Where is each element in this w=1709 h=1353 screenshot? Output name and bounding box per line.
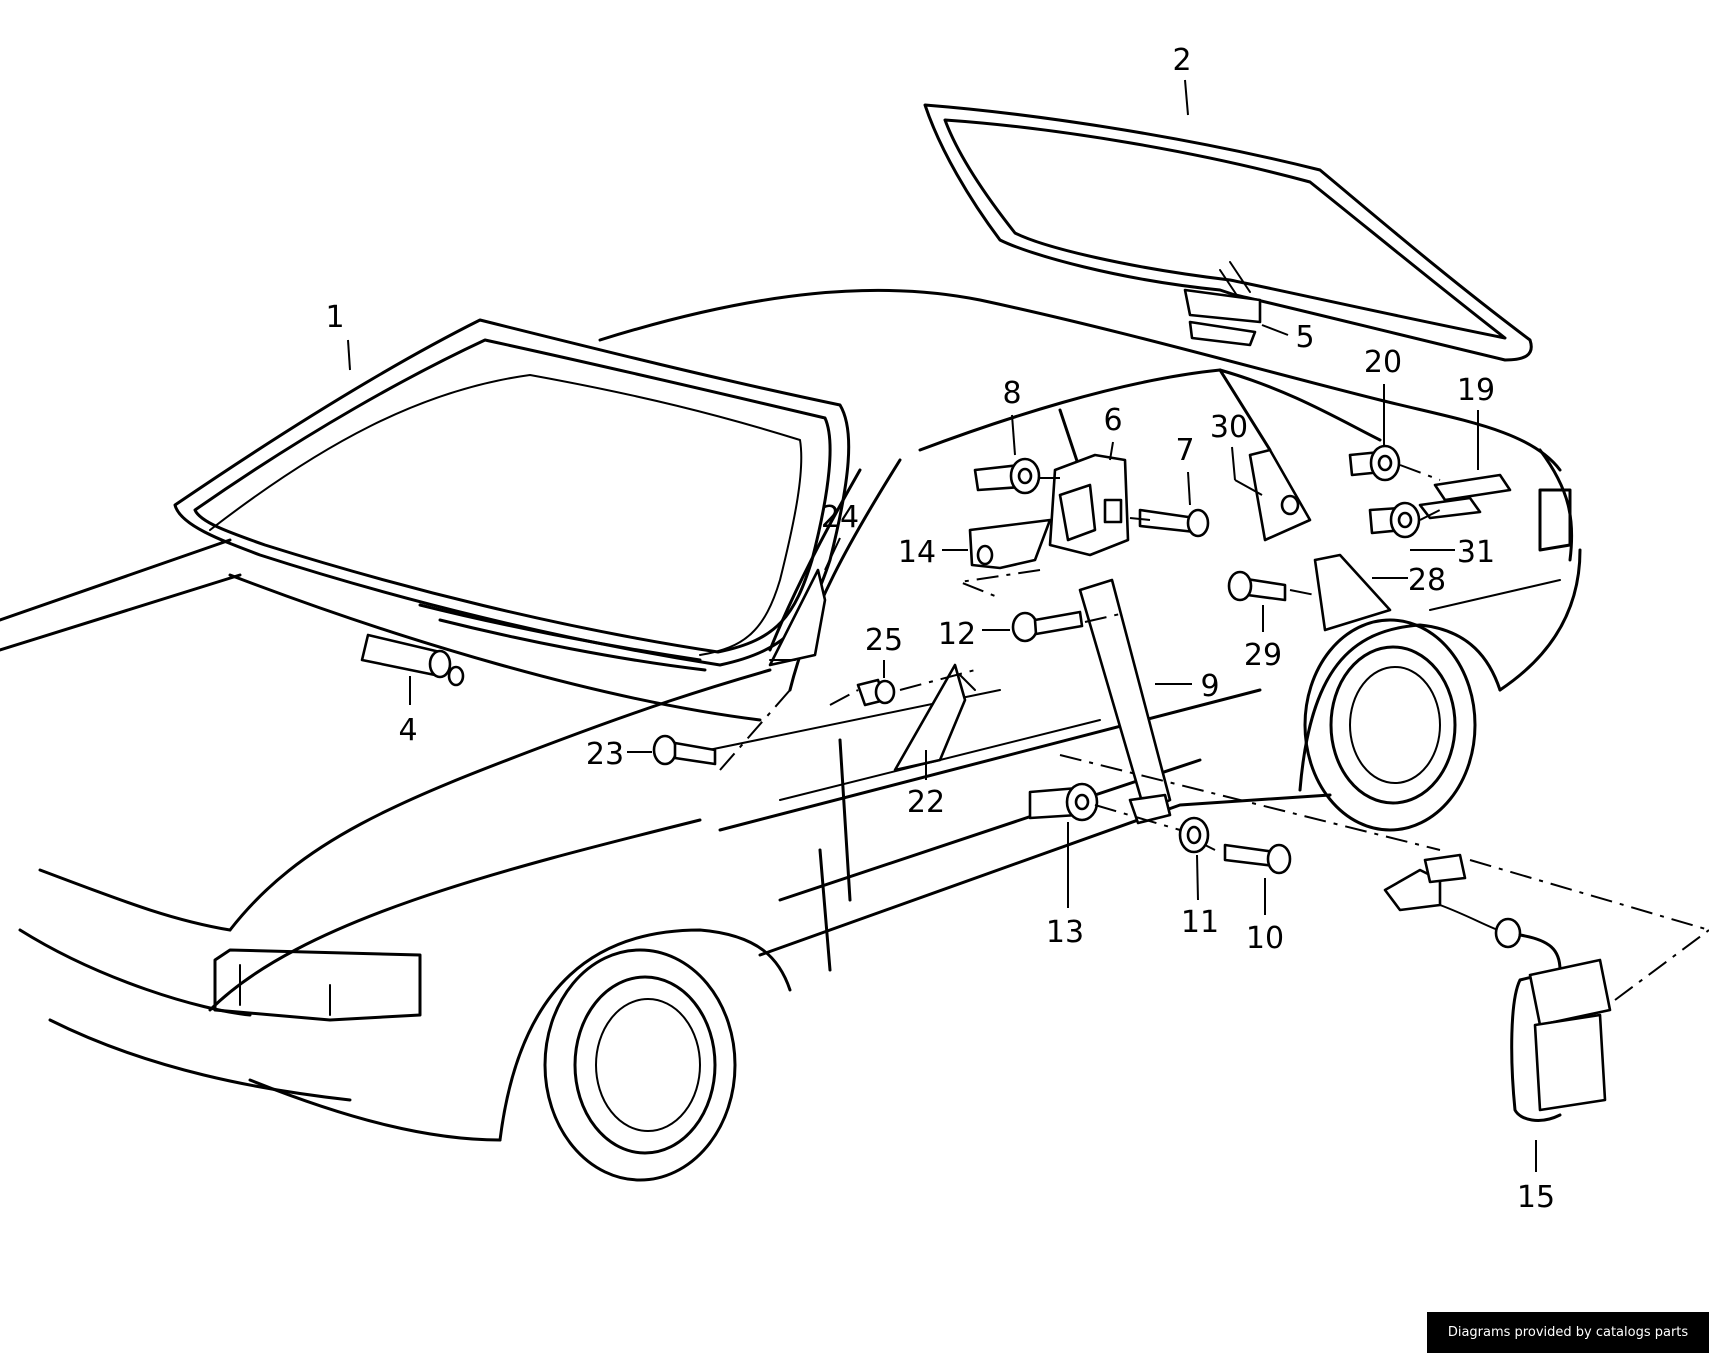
part-15-module bbox=[1383, 853, 1612, 1122]
part-8-grommet bbox=[973, 457, 1041, 495]
credit-badge: Diagrams provided by catalogs parts bbox=[1427, 1312, 1709, 1353]
callout-14: 14 bbox=[898, 535, 936, 570]
assembly-lines bbox=[719, 464, 1709, 1001]
part-5-clip bbox=[1183, 288, 1262, 347]
part-30-triangle-trim bbox=[1248, 448, 1312, 542]
part-10-screw bbox=[1223, 843, 1292, 875]
callout-7: 7 bbox=[1175, 433, 1194, 468]
part-20-grommet bbox=[1348, 444, 1401, 482]
part-13-grommet bbox=[1028, 782, 1099, 822]
part-19-plate bbox=[1418, 473, 1512, 520]
callout-5: 5 bbox=[1295, 320, 1314, 355]
part-24-triangle-trim bbox=[768, 568, 827, 667]
callout-1: 1 bbox=[325, 300, 344, 335]
callout-4: 4 bbox=[398, 713, 417, 748]
part-12-screw bbox=[1011, 610, 1084, 643]
callout-29: 29 bbox=[1244, 638, 1282, 673]
part-14-bracket bbox=[968, 518, 1052, 570]
part-31-grommet bbox=[1368, 501, 1421, 539]
callout-6: 6 bbox=[1103, 403, 1122, 438]
part-4-cylinder bbox=[360, 633, 465, 687]
callout-10: 10 bbox=[1246, 921, 1284, 956]
callout-13: 13 bbox=[1046, 915, 1084, 950]
callout-15: 15 bbox=[1517, 1180, 1555, 1215]
callout-9: 9 bbox=[1200, 669, 1219, 704]
rear-window-seal bbox=[923, 103, 1533, 362]
callout-23: 23 bbox=[586, 737, 624, 772]
part-28-triangle-trim bbox=[1313, 553, 1392, 632]
callout-8: 8 bbox=[1002, 376, 1021, 411]
part-23-screw bbox=[652, 734, 717, 766]
part-6-bracket bbox=[1048, 453, 1130, 557]
callout-30: 30 bbox=[1210, 410, 1248, 445]
part-11-washer bbox=[1178, 816, 1210, 854]
windshield-seal bbox=[173, 318, 851, 672]
car-body-outline bbox=[0, 288, 1582, 1182]
callout-22: 22 bbox=[907, 785, 945, 820]
callout-28: 28 bbox=[1408, 563, 1446, 598]
part-9-pillar-trim bbox=[1078, 578, 1172, 825]
callout-2: 2 bbox=[1172, 43, 1191, 78]
callout-12: 12 bbox=[938, 617, 976, 652]
callout-25: 25 bbox=[865, 623, 903, 658]
callout-20: 20 bbox=[1364, 345, 1402, 380]
callout-11: 11 bbox=[1181, 905, 1219, 940]
part-7-screw bbox=[1138, 508, 1210, 538]
callouts: 1 2 4 5 6 7 8 9 10 11 12 13 14 15 19 20 … bbox=[325, 43, 1555, 1215]
part-29-screw bbox=[1227, 570, 1287, 602]
callout-19: 19 bbox=[1457, 373, 1495, 408]
part-25-clip bbox=[856, 678, 896, 707]
callout-24: 24 bbox=[821, 500, 859, 535]
callout-31: 31 bbox=[1457, 535, 1495, 570]
